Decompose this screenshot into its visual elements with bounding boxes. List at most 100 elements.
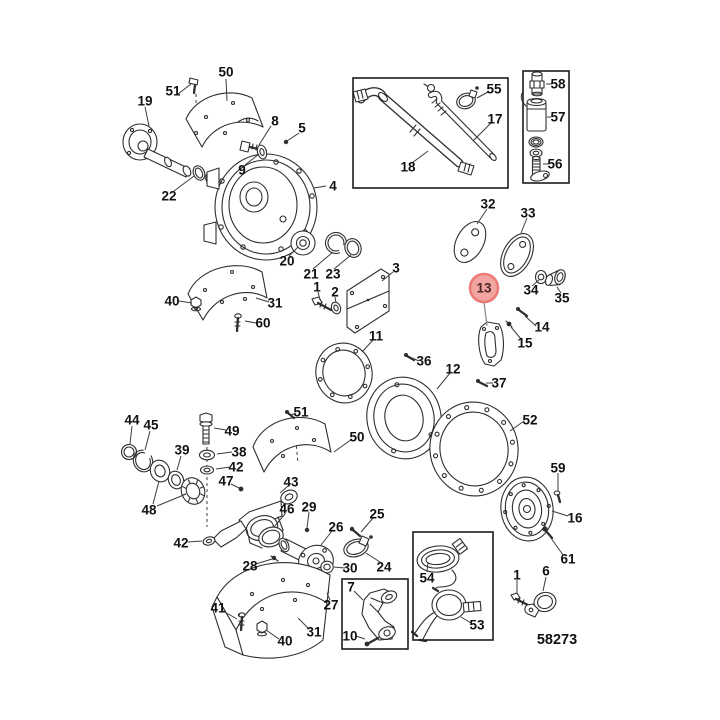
drawing-number: 58273 — [537, 632, 577, 648]
part-label-31-15: 31 — [267, 296, 283, 311]
leader-line — [222, 610, 238, 620]
part-40-nut-drawing — [190, 296, 202, 312]
part-1-bolt-drawing — [311, 296, 333, 312]
part-29-pin-drawing — [304, 527, 310, 533]
part-13-bracket-drawing — [478, 321, 504, 367]
part-label-10-63: 10 — [342, 629, 357, 644]
leader-line — [215, 466, 231, 470]
part-label-29-41: 29 — [301, 500, 316, 515]
leader-line — [550, 537, 564, 556]
part-label-5-4: 5 — [298, 121, 306, 136]
leader-line — [355, 635, 366, 640]
part-17-hose-drawing — [423, 83, 497, 162]
leader-line — [244, 320, 257, 324]
part-14-screw-drawing — [516, 307, 529, 318]
part-label-51-0: 51 — [165, 84, 181, 99]
part-50-lower-shield-drawing — [252, 416, 332, 473]
leader-line — [313, 185, 327, 189]
part-24-clamp-drawing — [343, 535, 373, 558]
part-label-28-46: 28 — [242, 559, 258, 574]
part-label-54-64: 54 — [419, 571, 435, 586]
part-25-screw-drawing — [349, 526, 362, 538]
part-39-ring-drawing — [167, 470, 185, 490]
part-21-snap-ring-drawing — [324, 231, 348, 255]
part-59-screw-drawing — [553, 490, 562, 504]
part-56-stud-drawing — [530, 155, 550, 182]
part-label-53-65: 53 — [469, 618, 485, 633]
part-52-ring-drawing — [429, 401, 519, 497]
part-38-washer-drawing — [198, 449, 216, 461]
part-label-47-37: 47 — [218, 474, 233, 489]
leader-line — [333, 566, 346, 569]
part-7-mount-bracket-drawing — [361, 588, 398, 641]
part-46-seal-drawing — [258, 526, 284, 548]
part-49-bolt-drawing — [199, 412, 213, 445]
part-37-screw-drawing — [476, 379, 489, 388]
part-label-39-35: 39 — [174, 443, 189, 458]
leader-line — [333, 438, 353, 453]
part-15-screw-drawing — [505, 320, 513, 328]
part-label-37-26: 37 — [491, 376, 506, 391]
leader-line — [279, 485, 289, 494]
part-60-screw-drawing — [234, 313, 242, 333]
part-43-swivel-bracket-drawing — [212, 489, 298, 549]
leader-line — [265, 629, 280, 640]
leader-line — [531, 279, 540, 287]
part-label-30-45: 30 — [342, 561, 357, 576]
leader-line — [129, 425, 133, 445]
group-boxes-layer — [341, 70, 570, 650]
leader-line — [510, 326, 522, 340]
leader-line — [476, 91, 489, 99]
part-label-32-20: 32 — [480, 197, 495, 212]
leader-line — [213, 427, 227, 431]
leader-line — [556, 286, 562, 294]
part-label-18-57: 18 — [400, 160, 416, 175]
part-label-58-59: 58 — [550, 77, 566, 92]
part-42-washer-lower-drawing — [202, 536, 216, 546]
part-51-lower-screw-drawing — [285, 410, 296, 420]
leader-line — [306, 511, 310, 529]
leader-line — [551, 510, 569, 517]
part-label-14-24: 14 — [534, 320, 550, 335]
part-51-screw-drawing — [188, 77, 199, 95]
part-label-23-10: 23 — [325, 267, 341, 282]
leader-line — [520, 217, 528, 234]
group-box-1 — [352, 77, 509, 189]
leader-line — [542, 576, 547, 592]
part-48-bearing-drawing — [180, 477, 206, 505]
part-label-38-31: 38 — [231, 445, 247, 460]
part-label-19-2: 19 — [137, 94, 152, 109]
highlighted-part-circle[interactable] — [468, 272, 500, 304]
part-label-50-28: 50 — [349, 430, 364, 445]
leader-line — [334, 296, 337, 304]
part-label-60-16: 60 — [255, 316, 270, 331]
part-label-50-1: 50 — [218, 65, 233, 80]
leader-line — [290, 412, 297, 416]
part-9-washer-drawing — [256, 144, 268, 160]
part-label-42-39: 42 — [173, 536, 188, 551]
leader-line — [187, 540, 203, 543]
part-23-ring-drawing — [344, 238, 362, 258]
group-box-4 — [341, 578, 409, 650]
leader-line — [312, 251, 334, 270]
part-12-ring-drawing — [366, 376, 442, 460]
part-label-57-60: 57 — [550, 110, 565, 125]
part-label-6-55: 6 — [542, 564, 550, 579]
leader-line — [509, 420, 525, 432]
leader-line — [317, 291, 321, 301]
part-label-15-25: 15 — [517, 336, 533, 351]
part-28-pin-drawing — [270, 555, 279, 562]
leader-line — [255, 558, 273, 565]
part-8-bolt-drawing — [239, 140, 268, 153]
part-label-35-23: 35 — [554, 291, 570, 306]
leader-line — [353, 590, 364, 601]
part-61-screw-drawing — [542, 526, 554, 540]
leader-line — [258, 125, 272, 146]
leader-line — [360, 517, 374, 533]
part-label-36-18: 36 — [416, 354, 432, 369]
leader-line — [255, 297, 270, 303]
part-label-25-43: 25 — [369, 507, 385, 522]
part-label-17-56: 17 — [487, 112, 502, 127]
part-58-fitting-drawing — [529, 71, 545, 97]
